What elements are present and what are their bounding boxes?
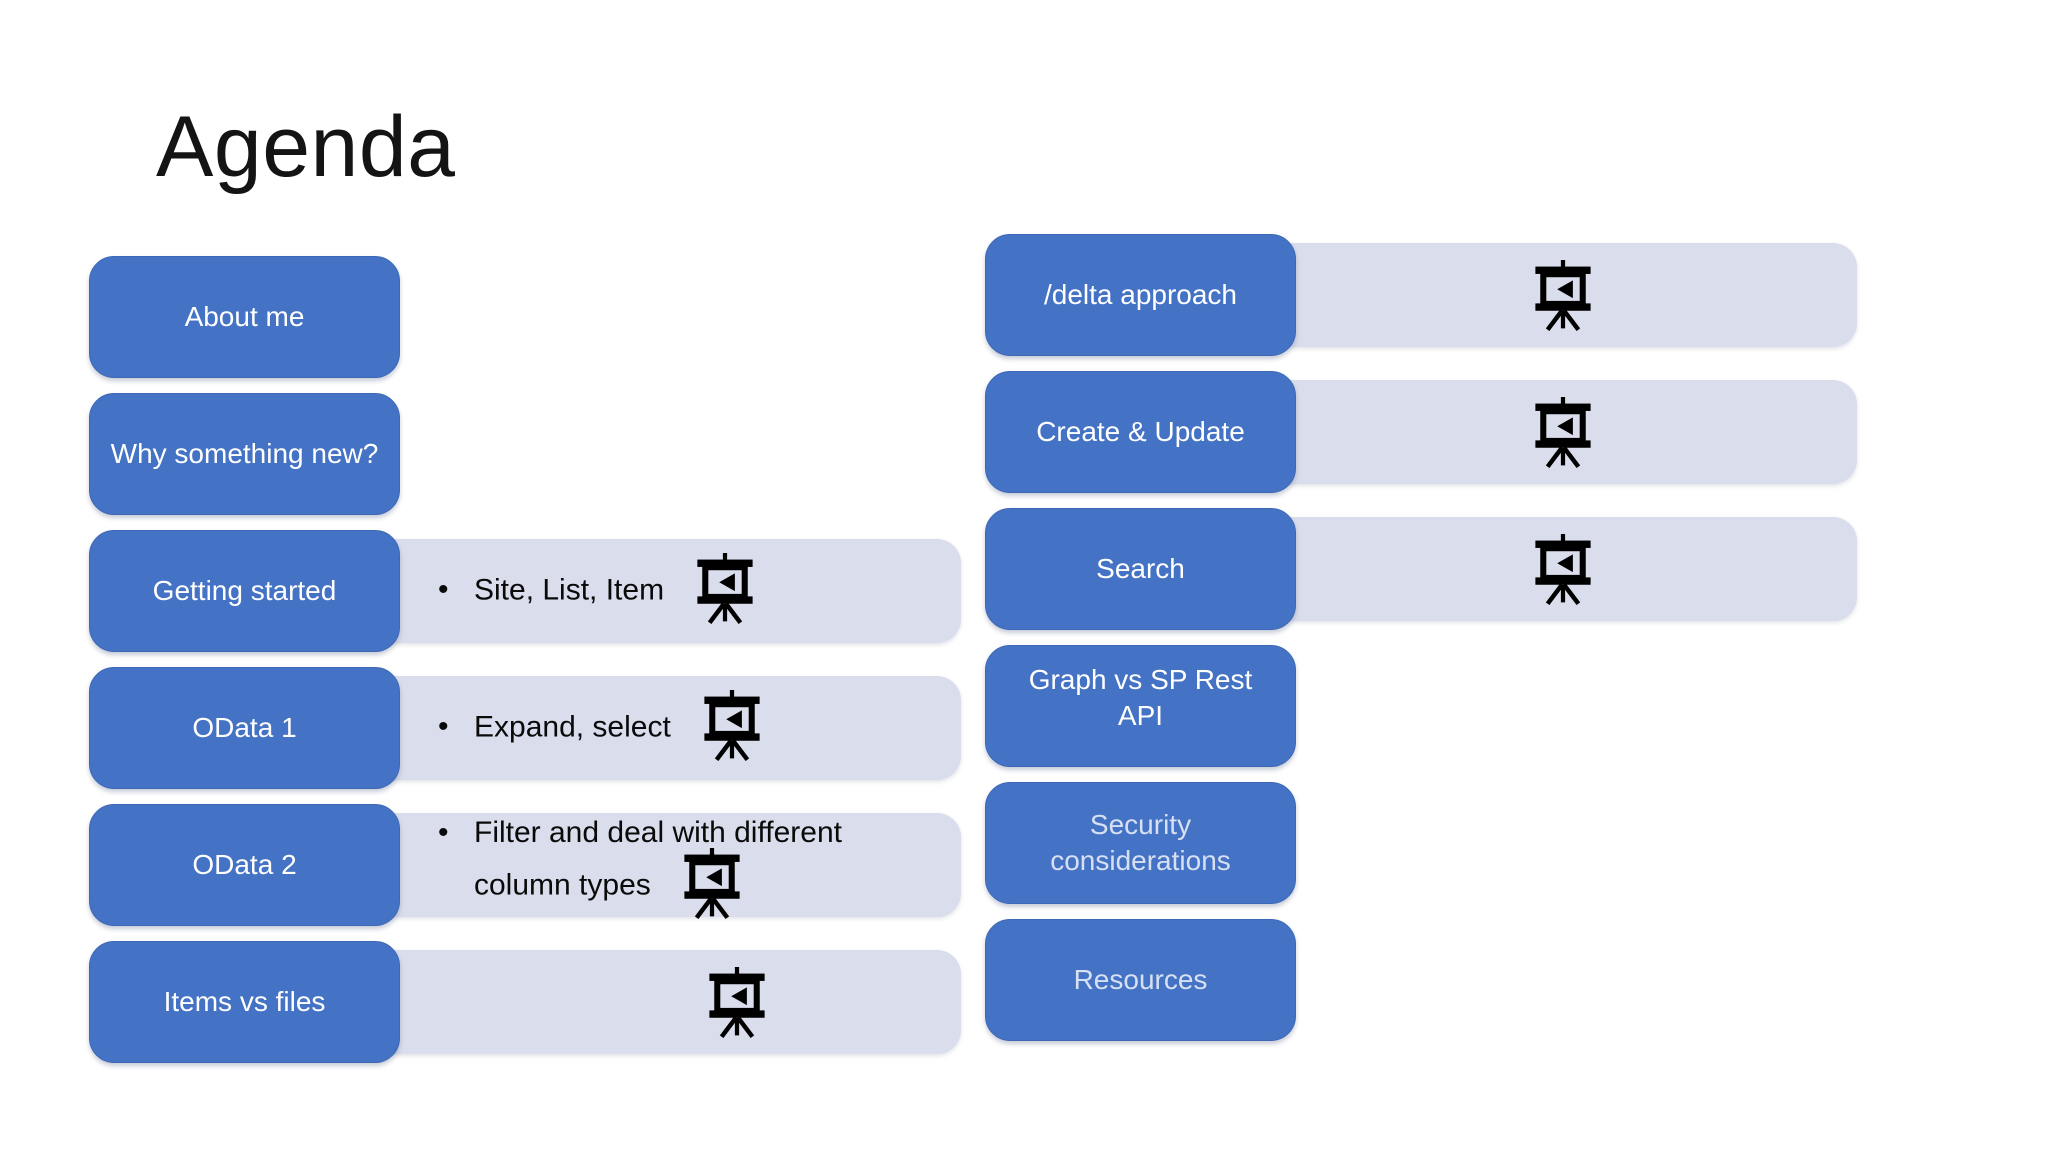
projection-screen-icon [708,967,766,1038]
agenda-item-odata-2: OData 2 [89,804,400,926]
agenda-item-about-me: About me [89,256,400,378]
projection-screen-icon [1534,260,1592,331]
agenda-item-security-considerations: Security considerations [985,782,1296,904]
agenda-item-search: Search [985,508,1296,630]
agenda-left-column: About me Why something new? Getting star… [89,256,961,1063]
projection-screen-icon [683,848,741,919]
agenda-row-security-considerations: Security considerations [985,782,1857,904]
agenda-row-about-me: About me [89,256,961,378]
detail-bar-odata-1: • Expand, select [372,676,961,780]
agenda-item-label: Resources [1073,963,1208,995]
detail-text: Site, List, Item [474,572,665,606]
projection-screen-icon [696,553,754,624]
agenda-item-label: Graph vs SP Rest API [1028,664,1253,732]
agenda-item-resources: Resources [985,919,1296,1041]
detail-bar-getting-started: • Site, List, Item [372,539,961,643]
agenda-item-why-something-new: Why something new? [89,393,400,515]
agenda-row-getting-started: Getting started • Site, List, Item [89,530,961,652]
page-title: Agenda [156,99,456,195]
detail-bar-odata-2: • Filter and deal with different column t… [372,813,961,917]
agenda-item-label: OData 1 [192,711,297,743]
projection-screen-icon [1534,397,1592,468]
agenda-item-delta-approach: /delta approach [985,234,1296,356]
agenda-right-column: /delta approach Create & Update Search [985,234,1857,1041]
projection-screen-icon [703,690,761,761]
detail-bar-search [1268,517,1857,621]
agenda-item-label: Why something new? [110,437,379,469]
agenda-item-label: OData 2 [192,848,297,880]
agenda-item-label: About me [184,300,305,332]
agenda-item-label: Search [1096,552,1185,584]
agenda-item-create-and-update: Create & Update [985,371,1296,493]
detail-bar-delta-approach [1268,243,1857,347]
agenda-item-label: Items vs files [163,985,326,1017]
bullet-marker: • [438,572,449,606]
detail-bullet-text: • Site, List, Item [438,559,754,624]
agenda-item-odata-1: OData 1 [89,667,400,789]
projection-screen-icon [1534,534,1592,605]
agenda-row-graph-vs-sp-rest-api: Graph vs SP Rest API [985,645,1857,767]
agenda-row-resources: Resources [985,919,1857,1041]
agenda-item-getting-started: Getting started [89,530,400,652]
detail-text: Expand, select [474,709,671,743]
agenda-row-why-something-new: Why something new? [89,393,961,515]
detail-bullet-text: • Filter and deal with different column t… [438,812,933,919]
agenda-item-label: Create & Update [1036,415,1245,447]
agenda-item-label: /delta approach [1043,278,1238,310]
agenda-item-graph-vs-sp-rest-api: Graph vs SP Rest API [985,645,1296,767]
agenda-item-items-vs-files: Items vs files [89,941,400,1063]
agenda-row-items-vs-files: Items vs files [89,941,961,1063]
detail-bar-create-and-update [1268,380,1857,484]
detail-text: Filter and deal with different column ty… [474,815,842,901]
agenda-row-odata-1: OData 1 • Expand, select [89,667,961,789]
agenda-item-label: Getting started [152,574,337,606]
detail-bullet-text: • Expand, select [438,696,761,761]
agenda-row-delta-approach: /delta approach [985,234,1857,356]
agenda-row-odata-2: OData 2 • Filter and deal with different … [89,804,961,926]
bullet-marker: • [438,815,449,849]
agenda-row-create-and-update: Create & Update [985,371,1857,493]
agenda-row-search: Search [985,508,1857,630]
agenda-item-label: Security considerations [1050,808,1231,876]
detail-bar-items-vs-files [372,950,961,1054]
bullet-marker: • [438,709,449,743]
